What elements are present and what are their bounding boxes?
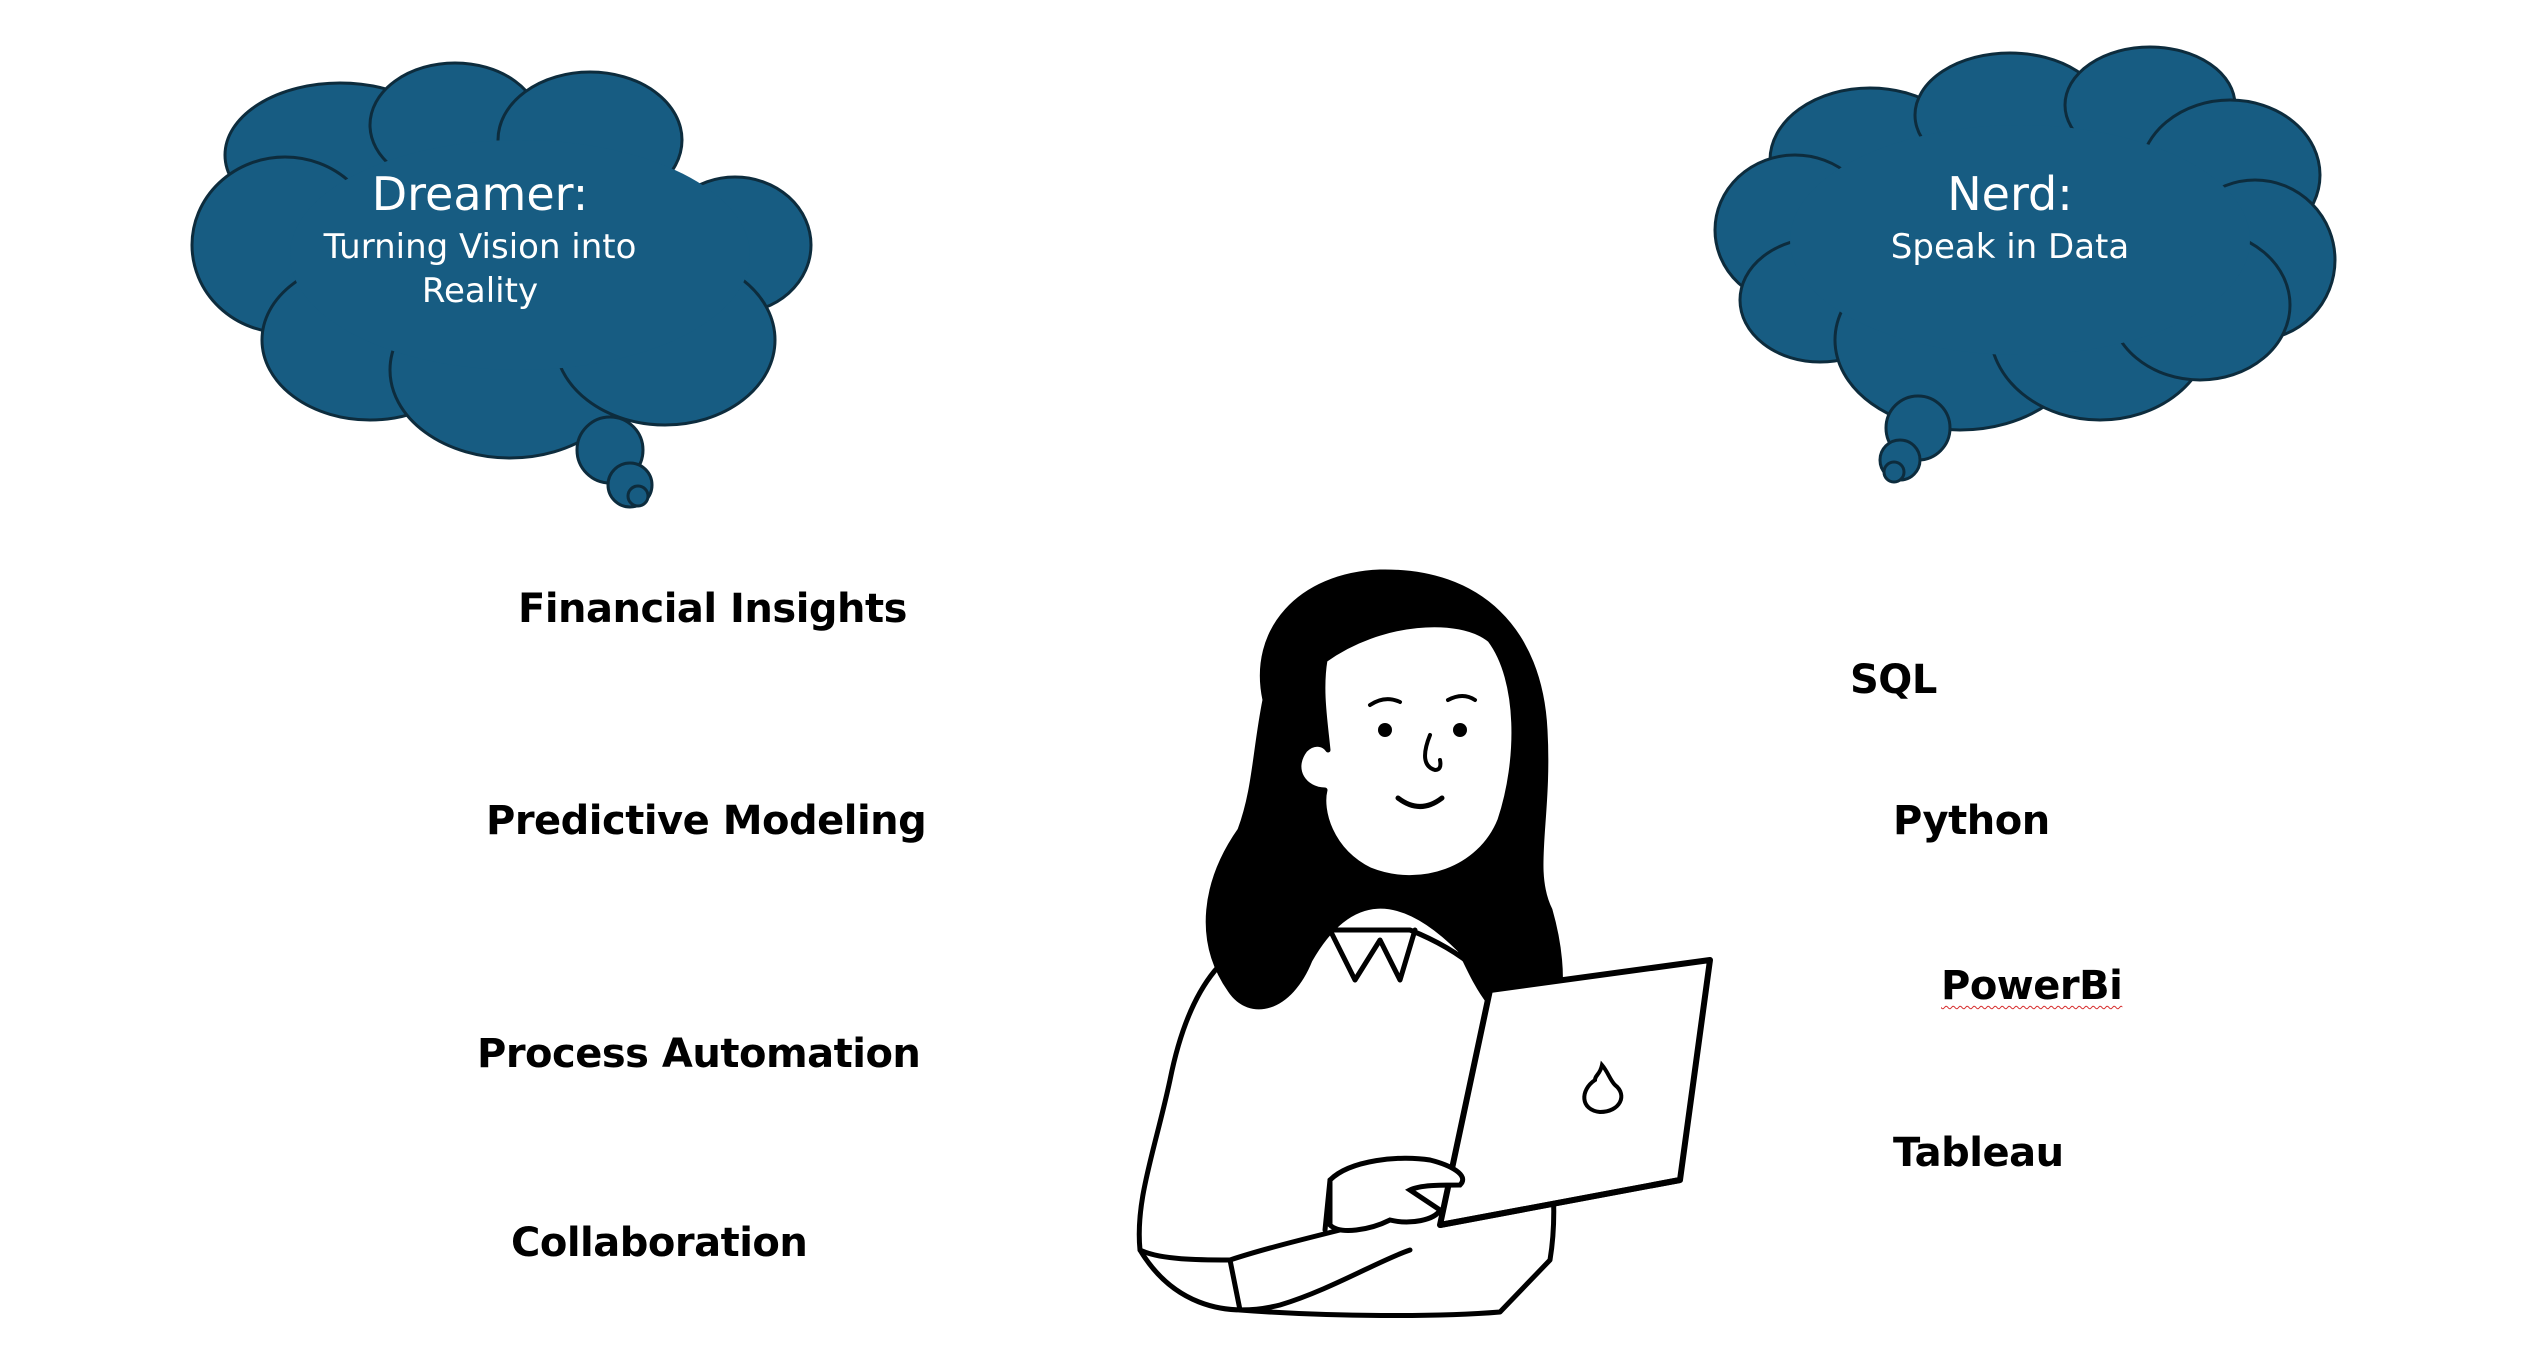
dreamer-thought-cloud: Dreamer: Turning Vision into Reality bbox=[190, 40, 830, 520]
dreamer-title: Dreamer: bbox=[371, 167, 589, 221]
thought-cloud-icon bbox=[190, 61, 813, 509]
skill-financial-insights: Financial Insights bbox=[518, 586, 907, 632]
skill-predictive-modeling: Predictive Modeling bbox=[486, 798, 927, 844]
thought-cloud-icon bbox=[1713, 45, 2337, 484]
skill-sql: SQL bbox=[1850, 657, 1937, 703]
person-with-laptop-illustration bbox=[1080, 560, 1740, 1324]
skill-python: Python bbox=[1893, 798, 2050, 844]
nerd-thought-cloud: Nerd: Speak in Data bbox=[1710, 30, 2350, 500]
nerd-title: Nerd: bbox=[1947, 167, 2073, 221]
skill-powerbi: PowerBi bbox=[1941, 963, 2123, 1009]
skill-tableau: Tableau bbox=[1893, 1130, 2064, 1176]
nerd-subtitle: Speak in Data bbox=[1890, 226, 2130, 267]
dreamer-subtitle-line2: Reality bbox=[421, 270, 539, 311]
skill-collaboration: Collaboration bbox=[511, 1220, 808, 1266]
dreamer-subtitle-line1: Turning Vision into bbox=[323, 226, 637, 267]
person-with-laptop-icon bbox=[1136, 569, 1713, 1319]
skill-process-automation: Process Automation bbox=[477, 1031, 921, 1077]
